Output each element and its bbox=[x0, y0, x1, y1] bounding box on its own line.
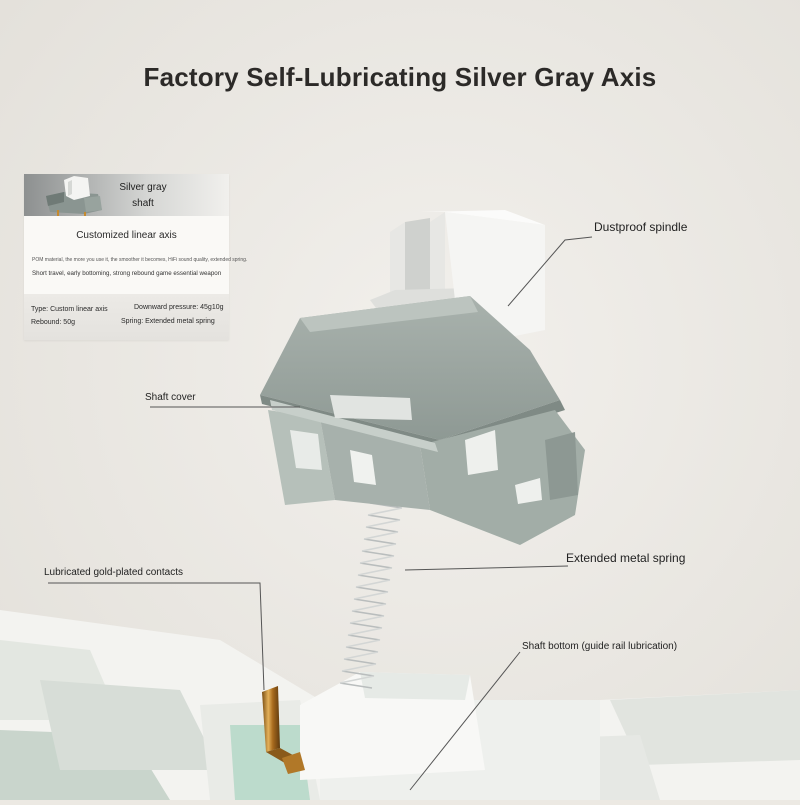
callout-shaft-bottom: Shaft bottom (guide rail lubrication) bbox=[522, 641, 678, 652]
callout-shaft-cover: Shaft cover bbox=[145, 392, 196, 403]
card-subtitle: Customized linear axis bbox=[76, 230, 177, 241]
spec-type: Type: Custom linear axis bbox=[31, 306, 108, 313]
silver-gray-switch-icon bbox=[46, 176, 102, 216]
card-switch-name: Silver gray shaft bbox=[108, 180, 178, 212]
callout-lubricated-contacts: Lubricated gold-plated contacts bbox=[44, 567, 183, 578]
card-name-line1: Silver gray bbox=[119, 182, 167, 193]
spec-downward-pressure: Downward pressure: 45g10g bbox=[134, 304, 224, 311]
card-name-line2: shaft bbox=[132, 198, 154, 209]
info-card: Silver gray shaft Customized linear axis… bbox=[24, 174, 248, 340]
card-description-small: POM material, the more you use it, the s… bbox=[32, 257, 248, 263]
callout-dustproof-spindle: Dustproof spindle bbox=[594, 220, 688, 234]
page-title: Factory Self-Lubricating Silver Gray Axi… bbox=[143, 62, 657, 92]
card-specs: Type: Custom linear axis Downward pressu… bbox=[24, 294, 229, 340]
spec-spring: Spring: Extended metal spring bbox=[121, 318, 215, 325]
callout-lines bbox=[48, 236, 593, 791]
card-description: Short travel, early bottoming, strong re… bbox=[32, 270, 222, 277]
gold-contact bbox=[262, 686, 305, 774]
keyboard-base bbox=[0, 610, 800, 800]
callout-extended-metal-spring: Extended metal spring bbox=[566, 551, 686, 565]
spec-rebound: Rebound: 50g bbox=[31, 319, 75, 326]
top-housing bbox=[260, 296, 585, 545]
